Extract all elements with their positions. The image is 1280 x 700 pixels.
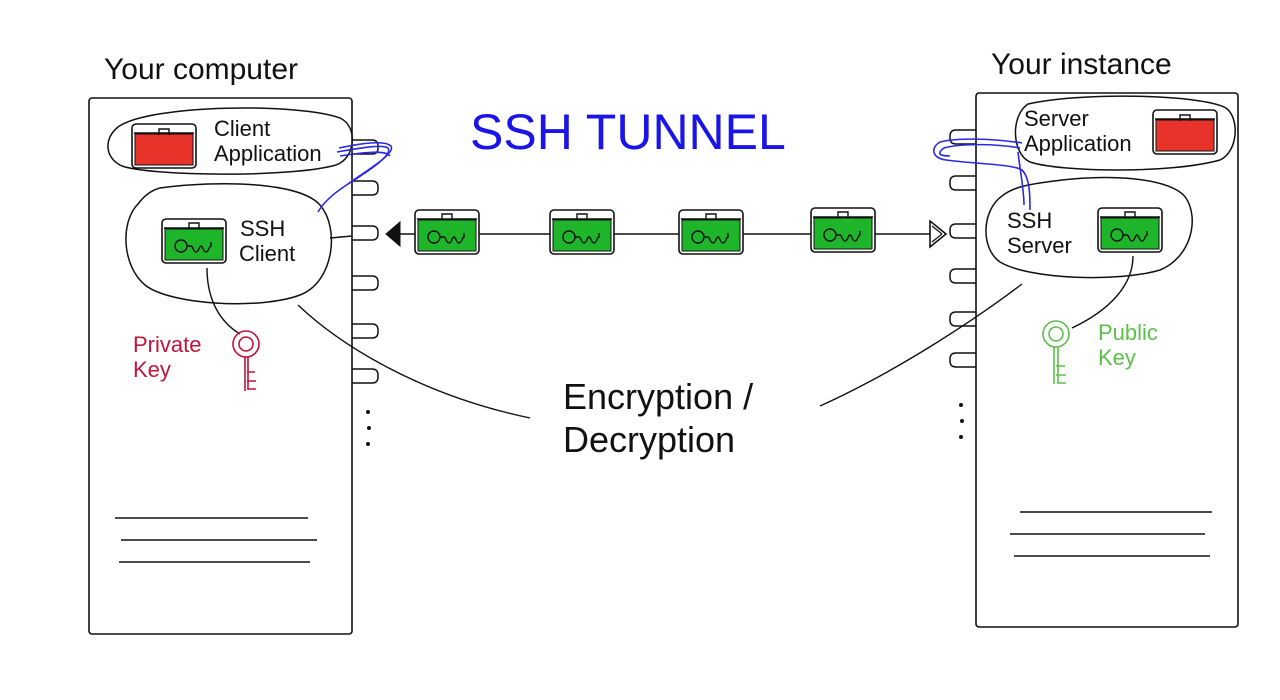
right-drive-lines (1010, 511, 1212, 557)
client-app-label-2: Application (214, 141, 322, 166)
server-app-label-2: Application (1024, 131, 1132, 156)
private-key-cord (206, 267, 241, 335)
ssh-client-label-1: SSH (240, 216, 286, 241)
public-key-label-1: Public (1098, 320, 1158, 345)
tunnel-arrow-left (385, 220, 401, 248)
left-ports (352, 139, 379, 384)
right-encryption-line (819, 283, 1023, 407)
left-encryption-line (297, 304, 531, 419)
ssh-server-bubble (985, 176, 1193, 279)
right-dots (959, 403, 964, 439)
red-briefcase-icon (1152, 109, 1218, 155)
ssh-client-label-2: Client (239, 241, 296, 266)
left-blue-pipe (317, 141, 393, 213)
encryption-label-2: Decryption (563, 419, 736, 460)
ssh-server-label-1: SSH (1007, 208, 1053, 233)
key-icon (1042, 320, 1070, 384)
public-key-label-2: Key (1098, 345, 1136, 370)
left-machine-heading: Your computer (104, 53, 299, 86)
client-app-label-1: Client (214, 116, 271, 141)
green-locked-briefcase-icon (414, 209, 480, 255)
public-key-cord (1071, 255, 1134, 329)
encryption-label-1: Encryption / (563, 376, 754, 417)
client-app-bubble (107, 107, 354, 175)
diagram-title: SSH TUNNEL (470, 104, 786, 160)
green-locked-briefcase-icon (678, 209, 744, 255)
red-briefcase-icon (131, 123, 197, 169)
ssh-server-label-2: Server (1007, 233, 1072, 258)
right-machine (819, 92, 1239, 628)
green-locked-briefcase-icon (161, 218, 227, 264)
green-locked-briefcase-icon (1097, 207, 1163, 253)
ssh-client-port-link (329, 235, 353, 239)
right-ports (949, 129, 976, 368)
tunnel-arrow-right (929, 219, 948, 249)
right-blue-pipe (933, 138, 1031, 211)
green-locked-briefcase-icon (810, 207, 876, 253)
green-locked-briefcase-icon (549, 209, 615, 255)
server-app-label-1: Server (1024, 106, 1089, 131)
key-icon (232, 330, 260, 391)
ssh-client-bubble (125, 183, 333, 305)
left-machine-frame (88, 97, 353, 635)
left-machine (88, 97, 531, 635)
private-key-label-2: Key (133, 357, 171, 382)
right-machine-heading: Your instance (991, 48, 1172, 81)
left-dots (366, 410, 371, 446)
right-machine-frame (975, 92, 1239, 628)
private-key-label-1: Private (133, 332, 202, 357)
left-drive-lines (115, 517, 317, 563)
server-app-bubble (1014, 95, 1236, 171)
